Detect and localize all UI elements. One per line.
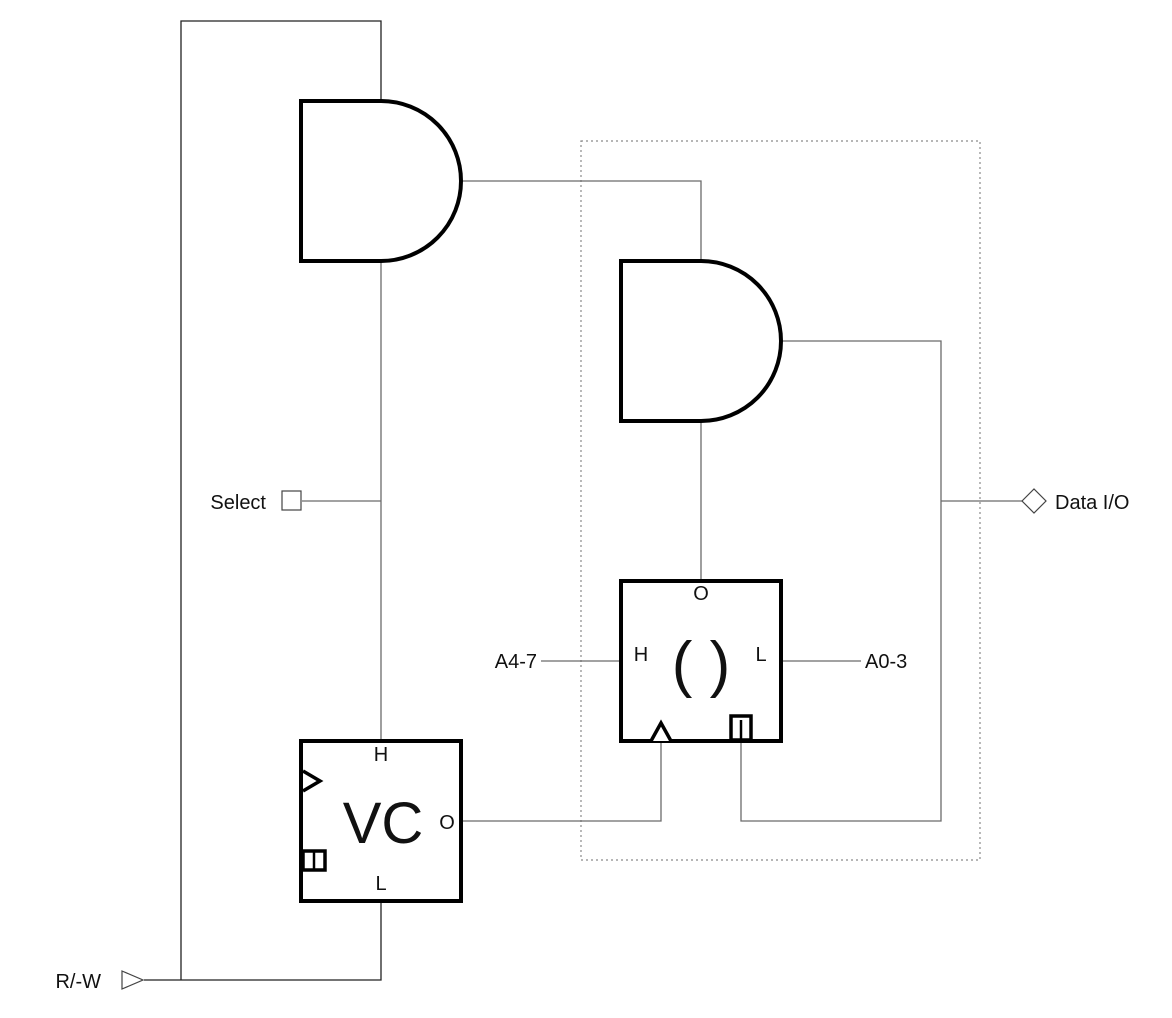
gate1-out-wire — [462, 180, 702, 261]
vc-block-label: VC — [343, 791, 424, 856]
addr-high-label: A4-7 — [495, 651, 537, 673]
memory-clock-pin-icon — [649, 719, 673, 742]
rw-port-label: R/-W — [55, 971, 101, 993]
vc-block[interactable]: H L O VC — [299, 739, 463, 903]
select-port[interactable]: Select — [210, 490, 302, 514]
select-port-square-icon — [281, 490, 302, 511]
vc-out-wire — [461, 741, 662, 822]
memory-block-label: ( ) — [672, 630, 731, 699]
data-io-port[interactable]: Data I/O — [1021, 488, 1129, 514]
addr-low-label: A0-3 — [865, 651, 907, 673]
memory-block[interactable]: O H L ( ) — [619, 579, 783, 743]
memory-pin-o: O — [693, 583, 709, 605]
vc-clock-pin-icon — [302, 769, 324, 793]
and-gate-2[interactable] — [619, 259, 783, 423]
select-port-label: Select — [210, 492, 266, 514]
rw-wire-loop — [180, 20, 382, 980]
memory-cell-group-box — [580, 140, 981, 861]
vc-pin-l: L — [375, 873, 386, 895]
data-io-port-diamond-icon — [1021, 488, 1047, 514]
memory-pin-l: L — [755, 644, 766, 666]
memory-pin-h: H — [634, 644, 648, 666]
vc-pin-h: H — [374, 744, 388, 766]
memory-block-body — [619, 579, 783, 743]
vc-pin-o: O — [439, 812, 455, 834]
rw-port[interactable]: R/-W — [55, 970, 145, 993]
vc-block-body — [299, 739, 463, 903]
rw-wire-bottom — [144, 901, 382, 981]
data-bus-wire — [740, 340, 942, 822]
data-io-port-label: Data I/O — [1055, 492, 1129, 514]
and-gate-1[interactable] — [299, 99, 463, 263]
rw-port-triangle-icon — [121, 970, 145, 990]
